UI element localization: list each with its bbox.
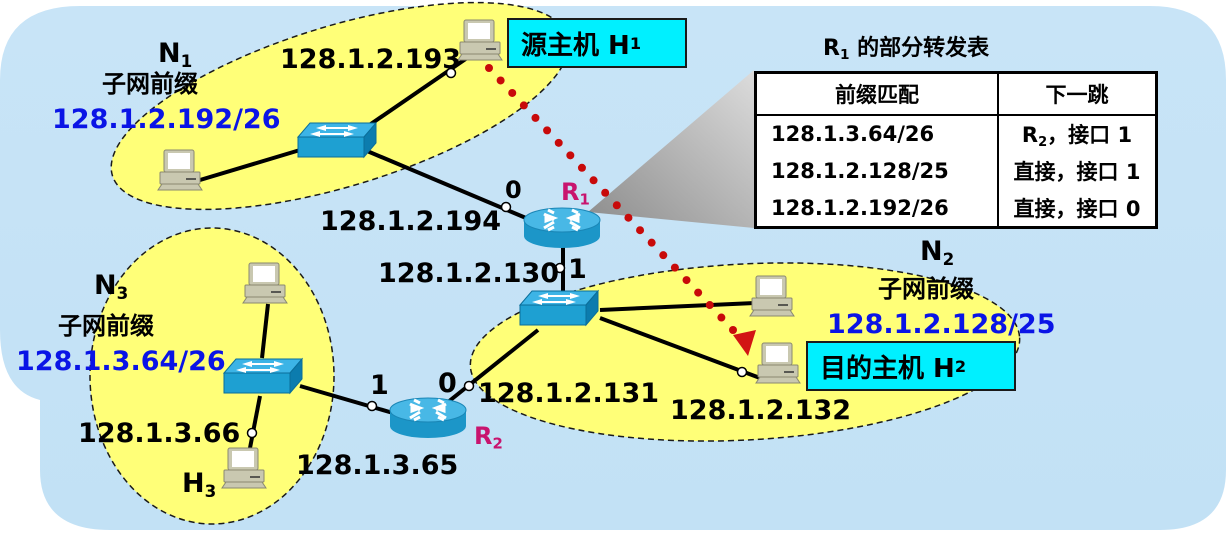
path-dot bbox=[659, 251, 668, 260]
path-dot bbox=[729, 326, 737, 334]
interface-h3 bbox=[246, 427, 258, 439]
r1-if1-ip: 128.1.2.130 bbox=[378, 258, 560, 289]
r1-port-1: 1 bbox=[568, 254, 587, 285]
host-h3-label: H3 bbox=[182, 468, 217, 502]
table-callout bbox=[588, 70, 754, 228]
packet-path bbox=[485, 64, 737, 334]
path-dot bbox=[647, 238, 656, 247]
path-dot bbox=[705, 301, 714, 310]
path-dot bbox=[577, 163, 586, 172]
path-dot bbox=[636, 226, 645, 235]
link-switch2-h2 bbox=[599, 316, 761, 380]
table-row: 128.1.3.64/26 R2，接口 1 bbox=[755, 115, 1157, 153]
link-r2-switch3 bbox=[299, 384, 394, 415]
forwarding-table: 前缀匹配 下一跳 128.1.3.64/26 R2，接口 1 128.1.2.1… bbox=[754, 71, 1158, 229]
r2-port-0: 0 bbox=[438, 368, 457, 399]
r1-if0-ip: 128.1.2.194 bbox=[320, 206, 502, 237]
subnet-n1-prefix: 128.1.2.192/26 bbox=[52, 104, 281, 135]
table-cell-prefix: 128.1.3.64/26 bbox=[755, 115, 999, 153]
subnet-n2-prefix: 128.1.2.128/25 bbox=[827, 309, 1056, 340]
table-header-prefix: 前缀匹配 bbox=[755, 72, 999, 116]
link-switch2-r2 bbox=[446, 328, 540, 404]
switch-n2-icon bbox=[519, 290, 599, 326]
path-dot bbox=[496, 76, 505, 85]
path-dot bbox=[682, 276, 691, 285]
router-r2-label: R2 bbox=[474, 422, 503, 453]
table-header-next-hop: 下一跳 bbox=[998, 72, 1157, 116]
path-dot bbox=[508, 88, 517, 97]
host-h2-ip: 128.1.2.132 bbox=[670, 395, 852, 426]
router-r2-icon bbox=[388, 396, 468, 440]
link-switch1-r1 bbox=[359, 146, 527, 220]
subnet-n2-area bbox=[469, 262, 1021, 442]
path-dot bbox=[519, 101, 528, 110]
link-switch2-pc bbox=[599, 301, 756, 312]
r1-port-0: 0 bbox=[505, 176, 522, 204]
table-cell-next-hop: 直接，接口 1 bbox=[1013, 159, 1141, 184]
path-dot bbox=[566, 151, 575, 160]
table-cell-next-hop: R2，接口 1 bbox=[1021, 122, 1133, 150]
interface-r1-1 bbox=[554, 262, 566, 274]
path-dot bbox=[694, 288, 703, 297]
path-dot bbox=[612, 201, 621, 210]
table-cell-prefix: 128.1.2.192/26 bbox=[755, 189, 999, 228]
path-dot bbox=[717, 313, 726, 322]
subnet-n3-name: N3 bbox=[94, 270, 129, 304]
r2-if1-ip: 128.1.3.65 bbox=[296, 450, 459, 481]
interface-r2-1 bbox=[366, 400, 378, 412]
table-row: 128.1.2.192/26 直接，接口 0 bbox=[755, 189, 1157, 228]
link-switch3-pc bbox=[260, 303, 270, 359]
path-dot bbox=[531, 113, 540, 122]
path-dot bbox=[485, 64, 493, 72]
host-h3-ip: 128.1.3.66 bbox=[78, 418, 241, 449]
switch-n3-icon bbox=[223, 358, 303, 394]
path-dot bbox=[543, 126, 552, 135]
r2-if0-ip: 128.1.2.131 bbox=[478, 378, 660, 409]
table-cell-prefix: 128.1.2.128/25 bbox=[755, 152, 999, 190]
host-h1-ip: 128.1.2.193 bbox=[280, 44, 462, 75]
interface-h2 bbox=[736, 366, 748, 378]
path-dot bbox=[601, 188, 610, 197]
table-cell-next-hop: 直接，接口 0 bbox=[1013, 196, 1141, 221]
r2-port-1: 1 bbox=[370, 370, 389, 401]
router-r1-label: R1 bbox=[561, 178, 590, 209]
path-dot bbox=[554, 138, 563, 147]
path-dot bbox=[589, 176, 598, 185]
router-r1-icon bbox=[522, 206, 602, 250]
subnet-n3-caption: 子网前缀 bbox=[58, 312, 154, 340]
interface-r1-0 bbox=[500, 201, 512, 213]
packet-path-arrowhead bbox=[733, 330, 756, 356]
subnet-n2-caption: 子网前缀 bbox=[878, 275, 974, 303]
path-dot bbox=[670, 263, 679, 272]
subnet-n2-name: N2 bbox=[920, 236, 955, 270]
subnet-n3-prefix: 128.1.3.64/26 bbox=[16, 346, 226, 377]
path-dot bbox=[624, 213, 633, 222]
subnet-n1-name: N1 bbox=[158, 38, 193, 72]
link-pc-switch1 bbox=[199, 148, 301, 182]
interface-h1 bbox=[445, 67, 457, 79]
switch-n1-icon bbox=[297, 122, 377, 158]
subnet-n1-caption: 子网前缀 bbox=[102, 70, 198, 98]
interface-r2-0 bbox=[463, 380, 475, 392]
table-row: 128.1.2.128/25 直接，接口 1 bbox=[755, 152, 1157, 190]
forwarding-table-title: R1 的部分转发表 bbox=[823, 36, 990, 64]
link-switch3-h3 bbox=[248, 395, 262, 449]
